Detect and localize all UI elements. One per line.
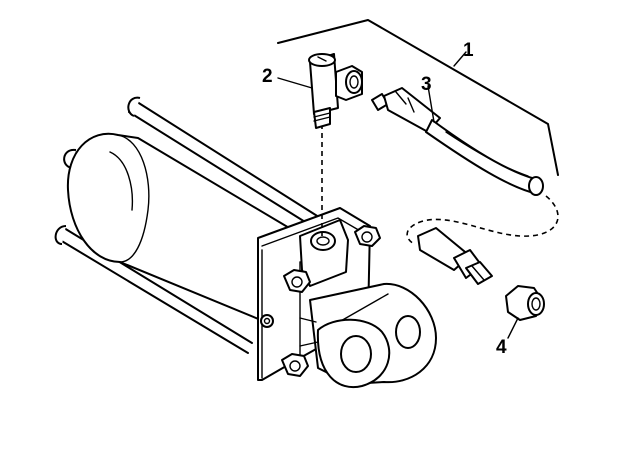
bolt-bottom-left (281, 353, 309, 377)
tee-fitting (308, 53, 363, 129)
callout-3: 3 (421, 74, 432, 95)
adapter-fitting (417, 227, 493, 285)
group-bracket (277, 19, 559, 176)
callout-4: 4 (496, 337, 507, 358)
hose (371, 87, 544, 196)
callout-2: 2 (262, 66, 273, 87)
bolt-small (260, 314, 274, 328)
cylinder-body (54, 96, 437, 389)
leader-lines (277, 51, 519, 339)
callout-1: 1 (463, 40, 474, 61)
bolt-top-right (354, 225, 381, 247)
nut-fitting (505, 285, 545, 321)
bolt-mid-left (283, 269, 311, 293)
hose-routing-line (406, 195, 559, 245)
